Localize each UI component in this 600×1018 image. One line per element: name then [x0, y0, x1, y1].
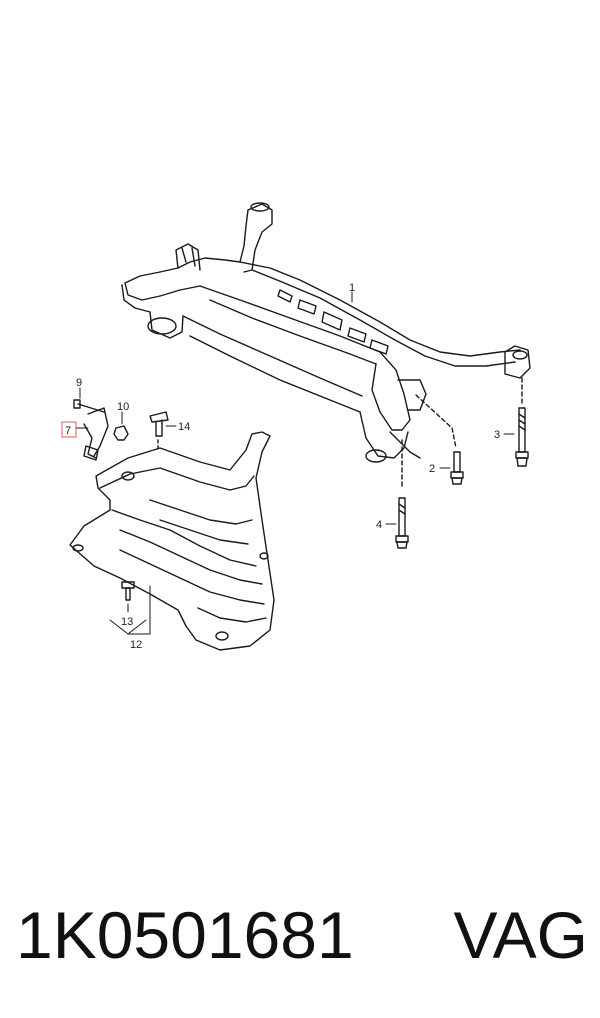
leader-lines [75, 291, 515, 635]
callout-14: 14 [178, 421, 190, 433]
bracket-7 [83, 407, 109, 461]
callout-1: 1 [349, 282, 355, 294]
callout-7-highlight [61, 421, 77, 438]
part-info-footer: 1K0501681 VAG [16, 890, 588, 980]
part-number: 1K0501681 [16, 898, 354, 972]
brand-label: VAG [453, 898, 588, 972]
bolt-3 [515, 407, 529, 467]
callout-3: 3 [494, 429, 500, 441]
callout-4: 4 [376, 519, 382, 531]
underbody-guard [69, 431, 275, 651]
bolt-9 [73, 399, 105, 413]
callout-2: 2 [429, 463, 435, 475]
callout-10: 10 [117, 401, 129, 413]
callout-9: 9 [76, 377, 82, 389]
callout-13: 13 [121, 616, 133, 628]
bolt-2 [450, 451, 464, 485]
nut-10 [113, 425, 129, 441]
callout-12: 12 [130, 639, 142, 651]
bolt-4 [395, 497, 409, 549]
rear-subframe [121, 202, 531, 487]
callout-7: 7 [65, 425, 71, 437]
clip-14 [149, 411, 169, 437]
screw-13 [121, 581, 135, 601]
